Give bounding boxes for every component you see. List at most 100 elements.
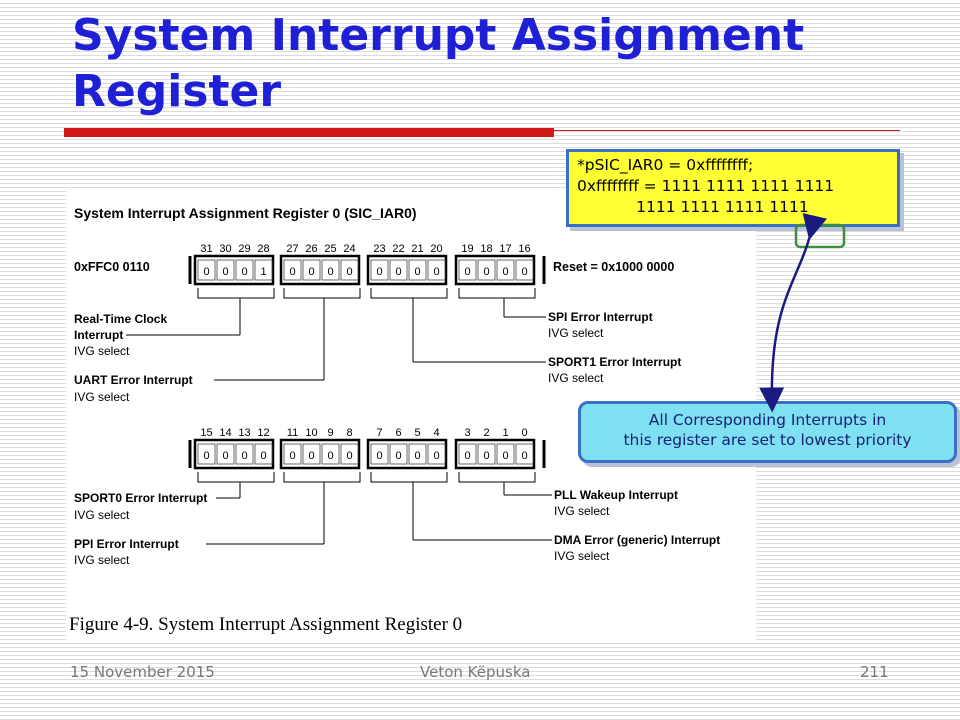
- lower-bit-number: 15: [200, 427, 212, 439]
- pll-sub: IVG select: [554, 504, 610, 518]
- upper-bit-number: 30: [219, 243, 231, 255]
- sport0-sub: IVG select: [74, 508, 130, 522]
- note-line-2: this register are set to lowest priority: [623, 431, 912, 449]
- lower-bit-cell: [496, 443, 515, 465]
- lower-bit-value: 0: [260, 450, 266, 462]
- dma-sub: IVG select: [554, 549, 610, 563]
- lower-bit-number: 4: [433, 427, 439, 439]
- footer-date: 15 November 2015: [70, 663, 215, 681]
- lower-bit-cell: [321, 443, 340, 465]
- rtc-label-2: Interrupt: [74, 328, 123, 342]
- lower-bit-value: 0: [241, 450, 247, 462]
- upper-bit-cell: [235, 259, 254, 281]
- lower-bit-number: 6: [395, 427, 401, 439]
- lower-bit-value: 0: [222, 450, 228, 462]
- upper-bit-value: 0: [395, 266, 401, 278]
- upper-bit-cell: [340, 259, 359, 281]
- lower-bit-value: 0: [502, 450, 508, 462]
- upper-bit-value: 0: [346, 266, 352, 278]
- upper-bit-number: 21: [411, 243, 423, 255]
- upper-bit-value: 0: [289, 266, 295, 278]
- code-line-2: 0xffffffff = 1111 1111 1111 1111: [577, 177, 835, 195]
- upper-bit-number: 22: [392, 243, 404, 255]
- lower-bit-number: 3: [464, 427, 470, 439]
- lower-bit-number: 12: [257, 427, 269, 439]
- lower-bit-value: 0: [346, 450, 352, 462]
- upper-bit-number: 27: [286, 243, 298, 255]
- lower-bit-number: 2: [483, 427, 489, 439]
- lower-bit-value: 0: [203, 450, 209, 462]
- uart-label: UART Error Interrupt: [74, 373, 193, 387]
- upper-bit-number: 18: [480, 243, 492, 255]
- upper-bit-number: 29: [238, 243, 250, 255]
- upper-bit-number: 23: [373, 243, 385, 255]
- lower-bit-cell: [408, 443, 427, 465]
- upper-bit-value: 0: [222, 266, 228, 278]
- upper-bit-cell: [477, 259, 496, 281]
- register-diagram: System Interrupt Assignment Register 0 (…: [69, 205, 720, 635]
- lower-bit-value: 0: [327, 450, 333, 462]
- upper-bit-cell: [408, 259, 427, 281]
- reset-value: Reset = 0x1000 0000: [553, 260, 674, 274]
- spi-label: SPI Error Interrupt: [548, 310, 653, 324]
- note-line-1: All Corresponding Interrupts in: [648, 411, 887, 429]
- lower-bit-value: 0: [414, 450, 420, 462]
- lower-bit-number: 5: [414, 427, 420, 439]
- lower-bit-number: 13: [238, 427, 250, 439]
- highlight-box: [794, 223, 846, 249]
- upper-bit-cell: [283, 259, 302, 281]
- upper-bit-cell: [427, 259, 446, 281]
- upper-bit-number: 20: [430, 243, 442, 255]
- lower-nibble-box: [366, 438, 448, 470]
- ppi-label: PPI Error Interrupt: [74, 537, 179, 551]
- lower-bit-value: 0: [483, 450, 489, 462]
- upper-bit-value: 1: [260, 266, 266, 278]
- upper-nibble-box: [366, 254, 448, 286]
- lower-bit-number: 8: [346, 427, 352, 439]
- upper-bit-value: 0: [414, 266, 420, 278]
- upper-bit-value: 0: [502, 266, 508, 278]
- register-address: 0xFFC0 0110: [74, 260, 150, 274]
- footer-author: Veton Këpuska: [420, 663, 531, 681]
- lower-bit-cell: [477, 443, 496, 465]
- lower-bit-value: 0: [395, 450, 401, 462]
- upper-bit-cell: [370, 259, 389, 281]
- lower-bit-cell: [283, 443, 302, 465]
- upper-bit-cell: [197, 259, 216, 281]
- upper-bit-cell: [515, 259, 534, 281]
- lower-nibble-box: [193, 438, 275, 470]
- lower-bit-cell: [254, 443, 273, 465]
- upper-bit-number: 16: [518, 243, 530, 255]
- code-line-3: 1111 1111 1111 1111: [577, 198, 809, 216]
- priority-note-callout: All Corresponding Interrupts in this reg…: [578, 401, 957, 463]
- upper-bit-cell: [389, 259, 408, 281]
- figure-caption: Figure 4-9. System Interrupt Assignment …: [69, 614, 462, 635]
- dma-label: DMA Error (generic) Interrupt: [554, 533, 720, 547]
- upper-bit-cell: [321, 259, 340, 281]
- slide-title: System Interrupt Assignment Register: [72, 10, 805, 117]
- upper-bit-cell: [254, 259, 273, 281]
- lower-bit-cell: [302, 443, 321, 465]
- lower-nibble-box: [279, 438, 361, 470]
- upper-bit-value: 0: [464, 266, 470, 278]
- lower-bit-value: 0: [521, 450, 527, 462]
- upper-bit-number: 28: [257, 243, 269, 255]
- lower-bit-cell: [515, 443, 534, 465]
- upper-bit-number: 26: [305, 243, 317, 255]
- figure-heading: System Interrupt Assignment Register 0 (…: [74, 205, 417, 221]
- rtc-sub: IVG select: [74, 344, 130, 358]
- upper-bit-cell: [302, 259, 321, 281]
- pll-label: PLL Wakeup Interrupt: [554, 488, 678, 502]
- title-underline-rule: [554, 130, 900, 131]
- uart-sub: IVG select: [74, 390, 130, 404]
- lower-bit-cell: [197, 443, 216, 465]
- rtc-label-1: Real-Time Clock: [74, 312, 167, 326]
- lower-bit-value: 0: [376, 450, 382, 462]
- lower-bit-value: 0: [464, 450, 470, 462]
- double-arrow: [759, 213, 827, 413]
- lower-bit-cell: [427, 443, 446, 465]
- upper-bit-number: 24: [343, 243, 355, 255]
- spi-sub: IVG select: [548, 326, 604, 340]
